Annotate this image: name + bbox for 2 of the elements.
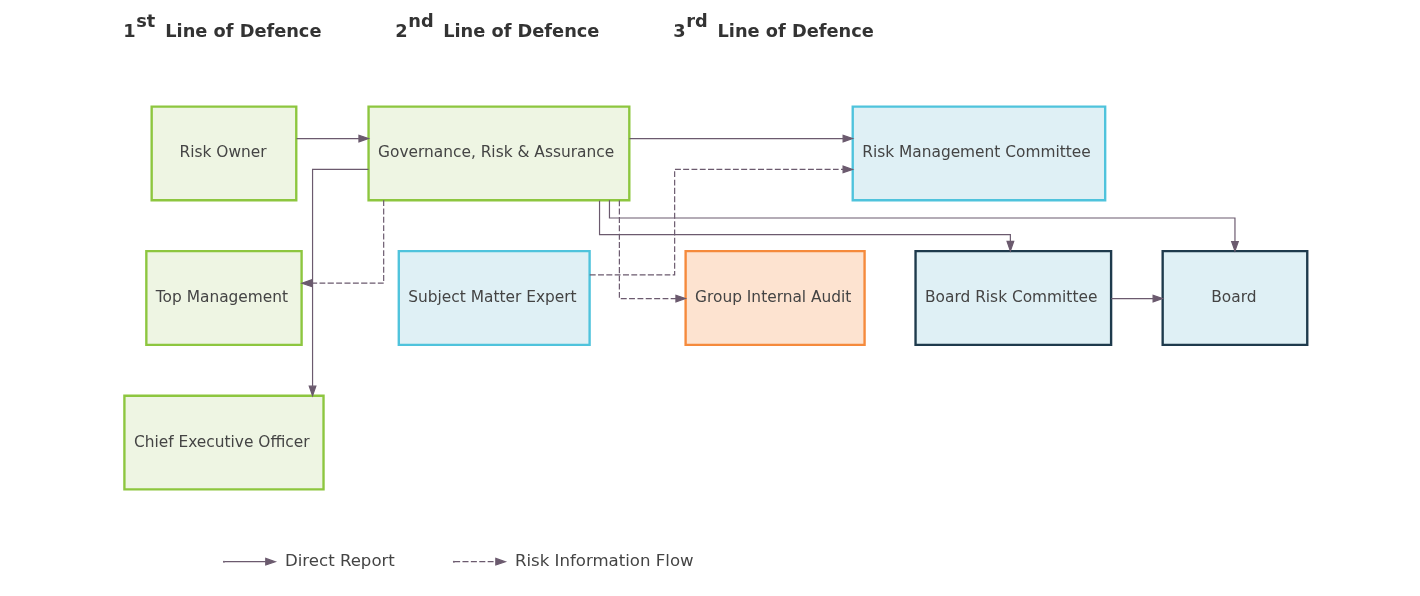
legend-label: Risk Information Flow [514,551,694,571]
legend-label: Direct Report [284,551,395,571]
